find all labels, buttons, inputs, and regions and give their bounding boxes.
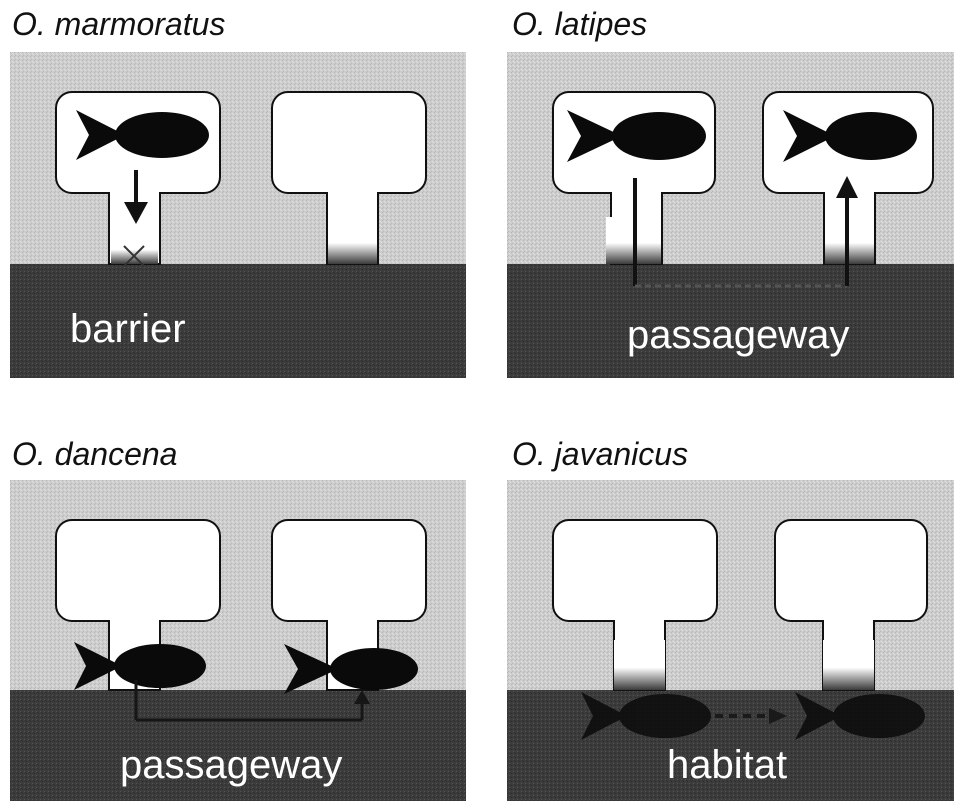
panel-title-latipes: O. latipes — [512, 6, 647, 43]
panel-latipes: passageway — [507, 52, 954, 378]
panel-javanicus: habitat — [507, 480, 954, 801]
zone-label-habitat: habitat — [667, 743, 787, 787]
panel-title-dancena: O. dancena — [12, 436, 177, 473]
zone-label-barrier: barrier — [70, 307, 186, 351]
panel-title-marmoratus: O. marmoratus — [12, 6, 225, 43]
panel-title-javanicus: O. javanicus — [512, 436, 688, 473]
panel-dancena: passageway — [10, 480, 466, 801]
zone-label-passageway: passageway — [120, 743, 342, 787]
zone-label-passageway: passageway — [627, 313, 849, 357]
panel-marmoratus: barrier — [10, 52, 466, 378]
